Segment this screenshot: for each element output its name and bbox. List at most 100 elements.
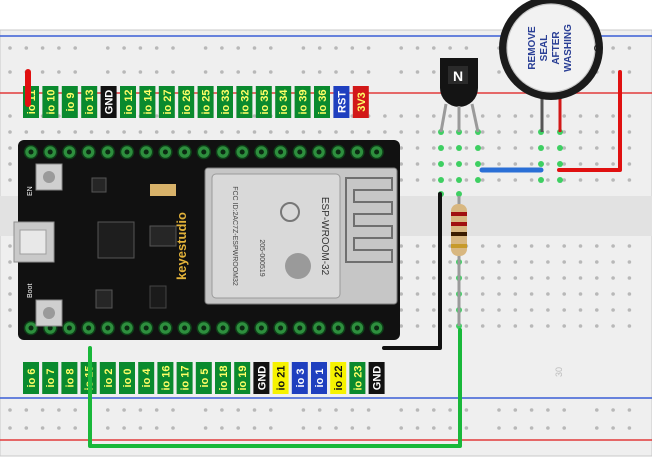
- breadboard-hole: [513, 162, 518, 166]
- bottom-pin-label: io 8: [64, 369, 76, 388]
- resistor-band-3: [451, 232, 467, 236]
- breadboard-hole: [203, 130, 208, 134]
- breadboard-hole: [269, 130, 273, 134]
- breadboard-hole: [529, 162, 534, 166]
- breadboard-hole: [415, 408, 420, 412]
- breadboard-hole: [334, 46, 338, 50]
- top-pin-label: io 10: [45, 89, 57, 114]
- breadboard-hole: [154, 46, 159, 50]
- breadboard-hole: [236, 70, 240, 74]
- breadboard-hole: [546, 178, 550, 182]
- breadboard-hole: [8, 324, 12, 328]
- breadboard-hole: [448, 130, 452, 134]
- breadboard-hole: [529, 146, 534, 150]
- top-pin-label: io 14: [142, 89, 154, 115]
- breadboard-hole: [578, 178, 583, 182]
- breadboard-hole: [464, 130, 469, 134]
- breadboard-hole: [399, 178, 404, 182]
- resistor-band-4: [451, 244, 467, 248]
- breadboard-hole: [578, 324, 583, 328]
- breadboard-hole: [106, 408, 110, 412]
- breadboard-hole: [595, 260, 599, 264]
- en-button-cap: [43, 171, 55, 183]
- breadboard-hole: [122, 408, 126, 412]
- header-pin-hole: [66, 325, 72, 331]
- breadboard-hole: [432, 308, 436, 312]
- breadboard-hole: [415, 46, 420, 50]
- header-pin-hole: [239, 149, 245, 155]
- breadboard-hole: [480, 162, 485, 166]
- breadboard-hole: [432, 244, 436, 248]
- breadboard-hole: [399, 292, 404, 296]
- breadboard-hole: [497, 324, 501, 328]
- breadboard-hole: [366, 46, 371, 50]
- breadboard-hole: [154, 70, 159, 74]
- breadboard-hole: [399, 244, 404, 248]
- breadboard-hole: [448, 114, 452, 118]
- breadboard-hole: [8, 408, 12, 412]
- breadboard-hole-active: [557, 161, 563, 167]
- breadboard-hole: [8, 426, 12, 430]
- breadboard-hole: [546, 408, 550, 412]
- breadboard-hole: [154, 426, 159, 430]
- breadboard-hole: [448, 408, 452, 412]
- breadboard-hole: [595, 408, 599, 412]
- breadboard-hole: [122, 70, 126, 74]
- breadboard-hole: [383, 114, 387, 118]
- buzzer-seal-ring: [506, 3, 596, 93]
- breadboard-hole: [8, 260, 12, 264]
- breadboard-hole: [399, 408, 404, 412]
- header-pin-hole: [182, 149, 188, 155]
- breadboard-hole: [301, 70, 306, 74]
- breadboard-hole: [252, 426, 257, 430]
- breadboard-hole: [562, 130, 566, 134]
- breadboard-hole: [399, 70, 404, 74]
- breadboard-hole: [122, 426, 126, 430]
- breadboard-hole: [106, 70, 110, 74]
- breadboard-hole: [57, 130, 61, 134]
- breadboard-hole: [106, 46, 110, 50]
- breadboard-hole: [480, 324, 485, 328]
- breadboard-hole: [8, 114, 12, 118]
- buzzer-seal-line-4: WASHING: [563, 24, 574, 72]
- breadboard-hole: [138, 426, 143, 430]
- header-pin-hole: [47, 325, 53, 331]
- breadboard-hole: [383, 130, 387, 134]
- breadboard-hole: [220, 408, 224, 412]
- bottom-pin-label-bg: [119, 362, 135, 394]
- breadboard-hole-active: [557, 145, 563, 151]
- breadboard-hole: [24, 408, 29, 412]
- breadboard-hole: [415, 308, 420, 312]
- breadboard-hole: [40, 130, 45, 134]
- breadboard-hole: [448, 426, 452, 430]
- breadboard-hole: [627, 244, 632, 248]
- breadboard-hole: [595, 114, 599, 118]
- breadboard-hole: [252, 46, 257, 50]
- breadboard-hole: [334, 408, 338, 412]
- breadboard-hole: [562, 308, 566, 312]
- breadboard-hole: [269, 408, 273, 412]
- breadboard-hole: [611, 408, 615, 412]
- breadboard-hole: [562, 244, 566, 248]
- breadboard-hole: [562, 260, 566, 264]
- breadboard-hole: [89, 130, 94, 134]
- wires: [25, 69, 622, 448]
- breadboard-hole: [171, 46, 175, 50]
- breadboard-hole: [399, 426, 404, 430]
- breadboard-hole: [350, 46, 355, 50]
- top-pin-label-bg: [333, 86, 350, 118]
- breadboard-hole: [106, 426, 110, 430]
- header-pin-hole: [374, 325, 380, 331]
- breadboard-hole: [415, 130, 420, 134]
- small-ic-bottom: [95, 289, 113, 309]
- bottom-pin-label-bg: [195, 362, 212, 394]
- resistor-band-1: [451, 212, 467, 216]
- breadboard-hole: [464, 46, 469, 50]
- breadboard-hole: [464, 324, 469, 328]
- breadboard-hole: [546, 426, 550, 430]
- top-pin-label: io 35: [259, 89, 271, 114]
- breadboard-hole: [399, 260, 404, 264]
- breadboard-hole: [529, 308, 534, 312]
- header-pin-hole: [201, 325, 207, 331]
- breadboard-hole: [8, 162, 12, 166]
